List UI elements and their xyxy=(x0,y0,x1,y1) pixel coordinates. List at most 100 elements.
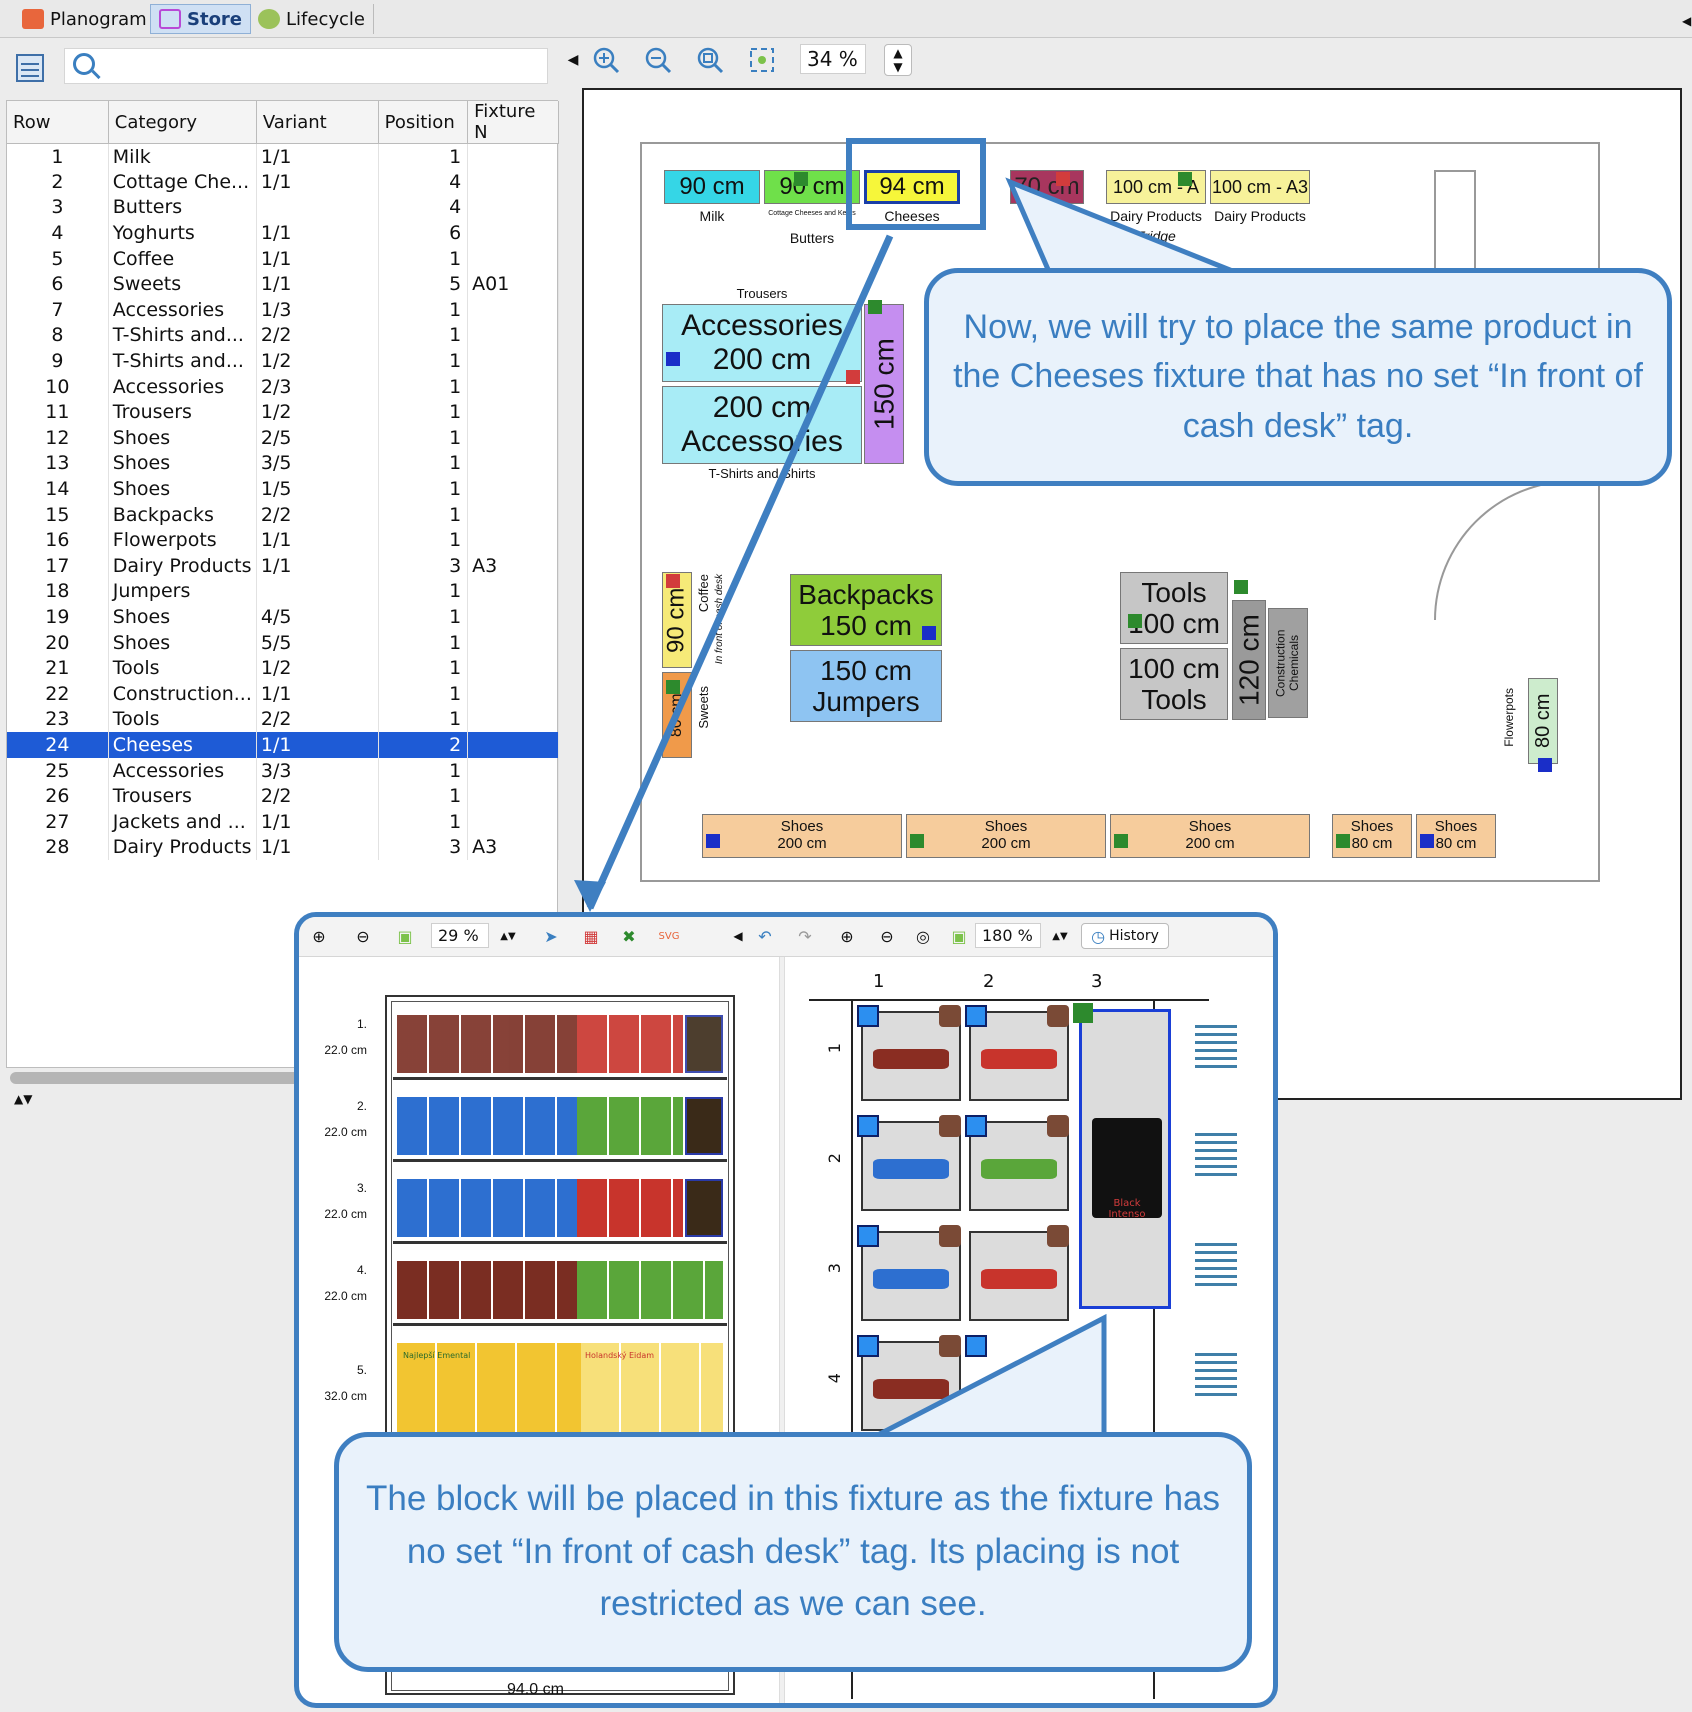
zoom-in-icon[interactable] xyxy=(590,44,622,76)
fixture-shoes-3[interactable]: Shoes 200 cm xyxy=(1110,814,1310,858)
planogram-cell[interactable] xyxy=(969,1231,1069,1321)
fit-screen-icon[interactable] xyxy=(746,44,778,76)
tab-planogram[interactable]: Planogram xyxy=(14,4,156,34)
excel-export-icon[interactable]: ✖ xyxy=(622,926,636,946)
search-input[interactable] xyxy=(64,48,548,84)
position-handle-icon[interactable] xyxy=(857,1225,879,1247)
fixture-tools-1[interactable]: Tools 100 cm xyxy=(1120,572,1228,644)
status-marker-icon xyxy=(1178,172,1192,186)
zoom-fit-icon[interactable] xyxy=(694,44,726,76)
fixture-cottage[interactable]: 90 cm xyxy=(764,170,860,204)
cell-row: 13 xyxy=(7,450,109,477)
collapse-left-icon[interactable]: ◀ xyxy=(567,52,579,68)
fixture-accessories-2[interactable]: 200 cm Accessories xyxy=(662,386,862,464)
fixture-jumpers[interactable]: 150 cm Jumpers xyxy=(790,650,942,722)
fixture-accessories-1[interactable]: Accessories 200 cm xyxy=(662,304,862,382)
fixture-milk[interactable]: 90 cm xyxy=(664,170,760,204)
zoom-out-icon[interactable]: ⊖ xyxy=(880,926,894,946)
cursor-tool-icon[interactable]: ➤ xyxy=(544,926,558,946)
cell-fixture xyxy=(467,604,559,630)
zoom-out-icon[interactable]: ⊖ xyxy=(356,926,370,946)
column-header-fixture[interactable]: Fixture N xyxy=(467,101,559,144)
redo-icon[interactable]: ↷ xyxy=(798,926,812,946)
planogram-front-view[interactable]: 1. 22.0 cm 2. 22.0 cm 3. 22.0 cm 4. 22.0… xyxy=(307,965,777,1703)
pdf-export-icon[interactable]: ▦ xyxy=(583,926,599,946)
selected-block[interactable]: Black Intenso xyxy=(1079,1009,1171,1309)
fixture-shoes-1[interactable]: Shoes 200 cm xyxy=(702,814,902,858)
fit-screen-icon[interactable]: ▣ xyxy=(951,926,967,946)
fit-screen-icon[interactable]: ▣ xyxy=(397,926,413,946)
position-handle-icon[interactable] xyxy=(965,1335,987,1357)
coffee-product-image xyxy=(685,1097,723,1155)
history-button[interactable]: ◷ History xyxy=(1081,923,1169,949)
horizontal-scrollbar[interactable] xyxy=(10,1072,310,1084)
history-icon: ◷ xyxy=(1091,926,1106,946)
position-handle-icon[interactable] xyxy=(965,1005,987,1027)
svg-export-icon[interactable]: SVG xyxy=(658,930,680,942)
planogram-frame xyxy=(385,995,735,1695)
undo-icon[interactable]: ↶ xyxy=(758,926,772,946)
collapse-left-icon[interactable]: ◀ xyxy=(733,929,743,943)
fixture-tools-2[interactable]: 100 cm Tools xyxy=(1120,648,1228,720)
column-header-position[interactable]: Position xyxy=(378,101,469,144)
column-header-row[interactable]: Row xyxy=(7,101,109,144)
zoom-out-icon[interactable] xyxy=(642,44,674,76)
zoom-in-icon[interactable]: ⊕ xyxy=(840,926,854,946)
zoom-fit-icon[interactable]: ◎ xyxy=(916,926,930,946)
tab-store[interactable]: Store xyxy=(150,4,252,34)
zoom-stepper-icon[interactable]: ▲▼ xyxy=(500,930,516,942)
position-handle-icon[interactable] xyxy=(965,1115,987,1137)
position-handle-icon[interactable] xyxy=(857,1005,879,1027)
collapse-arrow-icon[interactable]: ◀ xyxy=(1682,14,1692,28)
fixture-backpacks[interactable]: Backpacks 150 cm xyxy=(790,574,942,646)
inset-splitter[interactable] xyxy=(779,957,785,1703)
left-zoom-field[interactable]: 29 % xyxy=(431,923,489,948)
zoom-stepper-icon[interactable]: ▲▼ xyxy=(1052,930,1068,942)
fixture-dairy-2[interactable]: 100 cm - A3 xyxy=(1210,170,1310,204)
zoom-in-icon[interactable]: ⊕ xyxy=(312,926,326,946)
column-header-category[interactable]: Category xyxy=(108,101,257,144)
fixture-table[interactable]: Row Category Variant Position Fixture N … xyxy=(6,100,559,1068)
column-header-variant[interactable]: Variant xyxy=(256,101,379,144)
fixture-cheeses[interactable]: 94 cm xyxy=(864,170,960,204)
zoom-stepper-icon[interactable]: ▲▼ xyxy=(884,44,912,76)
callout-arrow-line xyxy=(586,234,894,910)
fixture-shoes-2[interactable]: Shoes 200 cm xyxy=(906,814,1106,858)
split-arrows-icon[interactable]: ▲▼ xyxy=(14,1092,33,1106)
map-zoom-field[interactable]: 34 % xyxy=(800,44,866,74)
position-handle-icon[interactable] xyxy=(857,1335,879,1357)
table-settings-icon[interactable] xyxy=(16,54,44,82)
right-zoom-field[interactable]: 180 % xyxy=(975,923,1041,948)
tab-lifecycle[interactable]: Lifecycle xyxy=(250,4,374,34)
planogram-top-view[interactable]: 1 2 3 1 2 3 4 Black Intenso xyxy=(789,965,1269,1703)
position-handle-icon[interactable] xyxy=(857,1115,879,1137)
